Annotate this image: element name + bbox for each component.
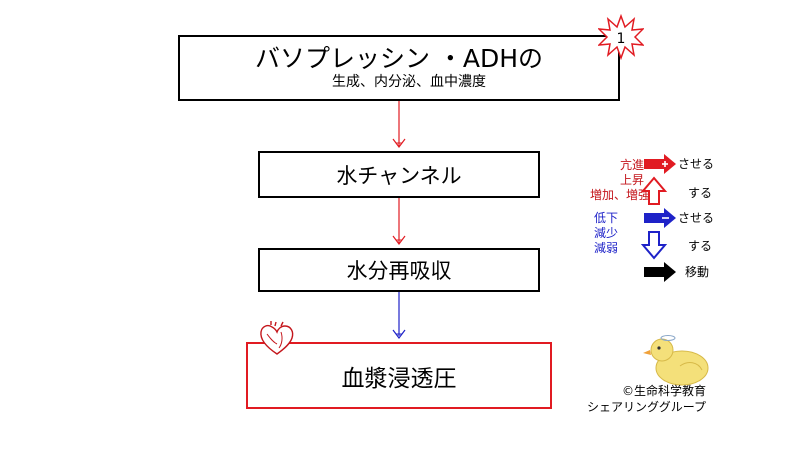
vasopressin-box: バソプレッシン ・ADHの 生成、内分泌、血中濃度 [178,35,620,101]
connector-reabsorption-to-osmolality [392,292,406,339]
legend-term-lower: 低下 [593,211,618,225]
legend-do-decrease: する [688,239,713,253]
blue-minus-arrow-icon [644,208,676,228]
legend-do-increase: する [688,186,713,200]
vasopressin-subtitle: 生成、内分泌、血中濃度 [332,74,486,90]
legend-term-rise: 上昇 [619,173,644,187]
starburst-icon [598,14,644,60]
red-plus-arrow-icon [644,154,676,174]
osmolality-label: 血漿浸透圧 [341,365,457,392]
duck-mascot-icon [643,335,709,386]
connector-vasopressin-to-aquaporin [392,101,406,148]
legend-move: 移動 [685,265,710,279]
reabsorption-label: 水分再吸収 [346,259,452,283]
reabsorption-box: 水分再吸収 [258,248,540,292]
legend-increase-terms: 亢進 上昇 増加、増強 [588,158,650,203]
starburst-badge: 1 [598,14,644,60]
badge-number: 1 [617,31,626,47]
legend-term-hyper: 亢進 [619,158,644,172]
aquaporin-label: 水チャンネル [336,163,462,188]
osmolality-box: 血漿浸透圧 [246,342,552,409]
vasopressin-title: バソプレッシン ・ADHの [254,44,544,73]
legend-term-increase: 増加、増強 [589,188,650,202]
legend-term-reduce: 減少 [593,226,618,240]
red-up-arrow-icon [640,176,668,205]
legend-make-decrease: させる [678,211,715,225]
legend-term-weaken: 減弱 [593,241,618,255]
legend-decrease-terms: 低下 減少 減弱 [590,211,618,256]
credit-line1: ©生命科学教育 [621,384,706,398]
black-move-arrow-icon [644,262,676,282]
legend-make-increase: させる [678,157,715,171]
heart-icon [260,321,294,355]
credit-line2: シェアリンググループ [586,400,706,414]
connector-aquaporin-to-reabsorption [392,198,406,245]
credit: ©生命科学教育 シェアリンググループ [556,383,706,415]
aquaporin-box: 水チャンネル [258,151,540,198]
blue-down-arrow-icon [640,231,668,260]
